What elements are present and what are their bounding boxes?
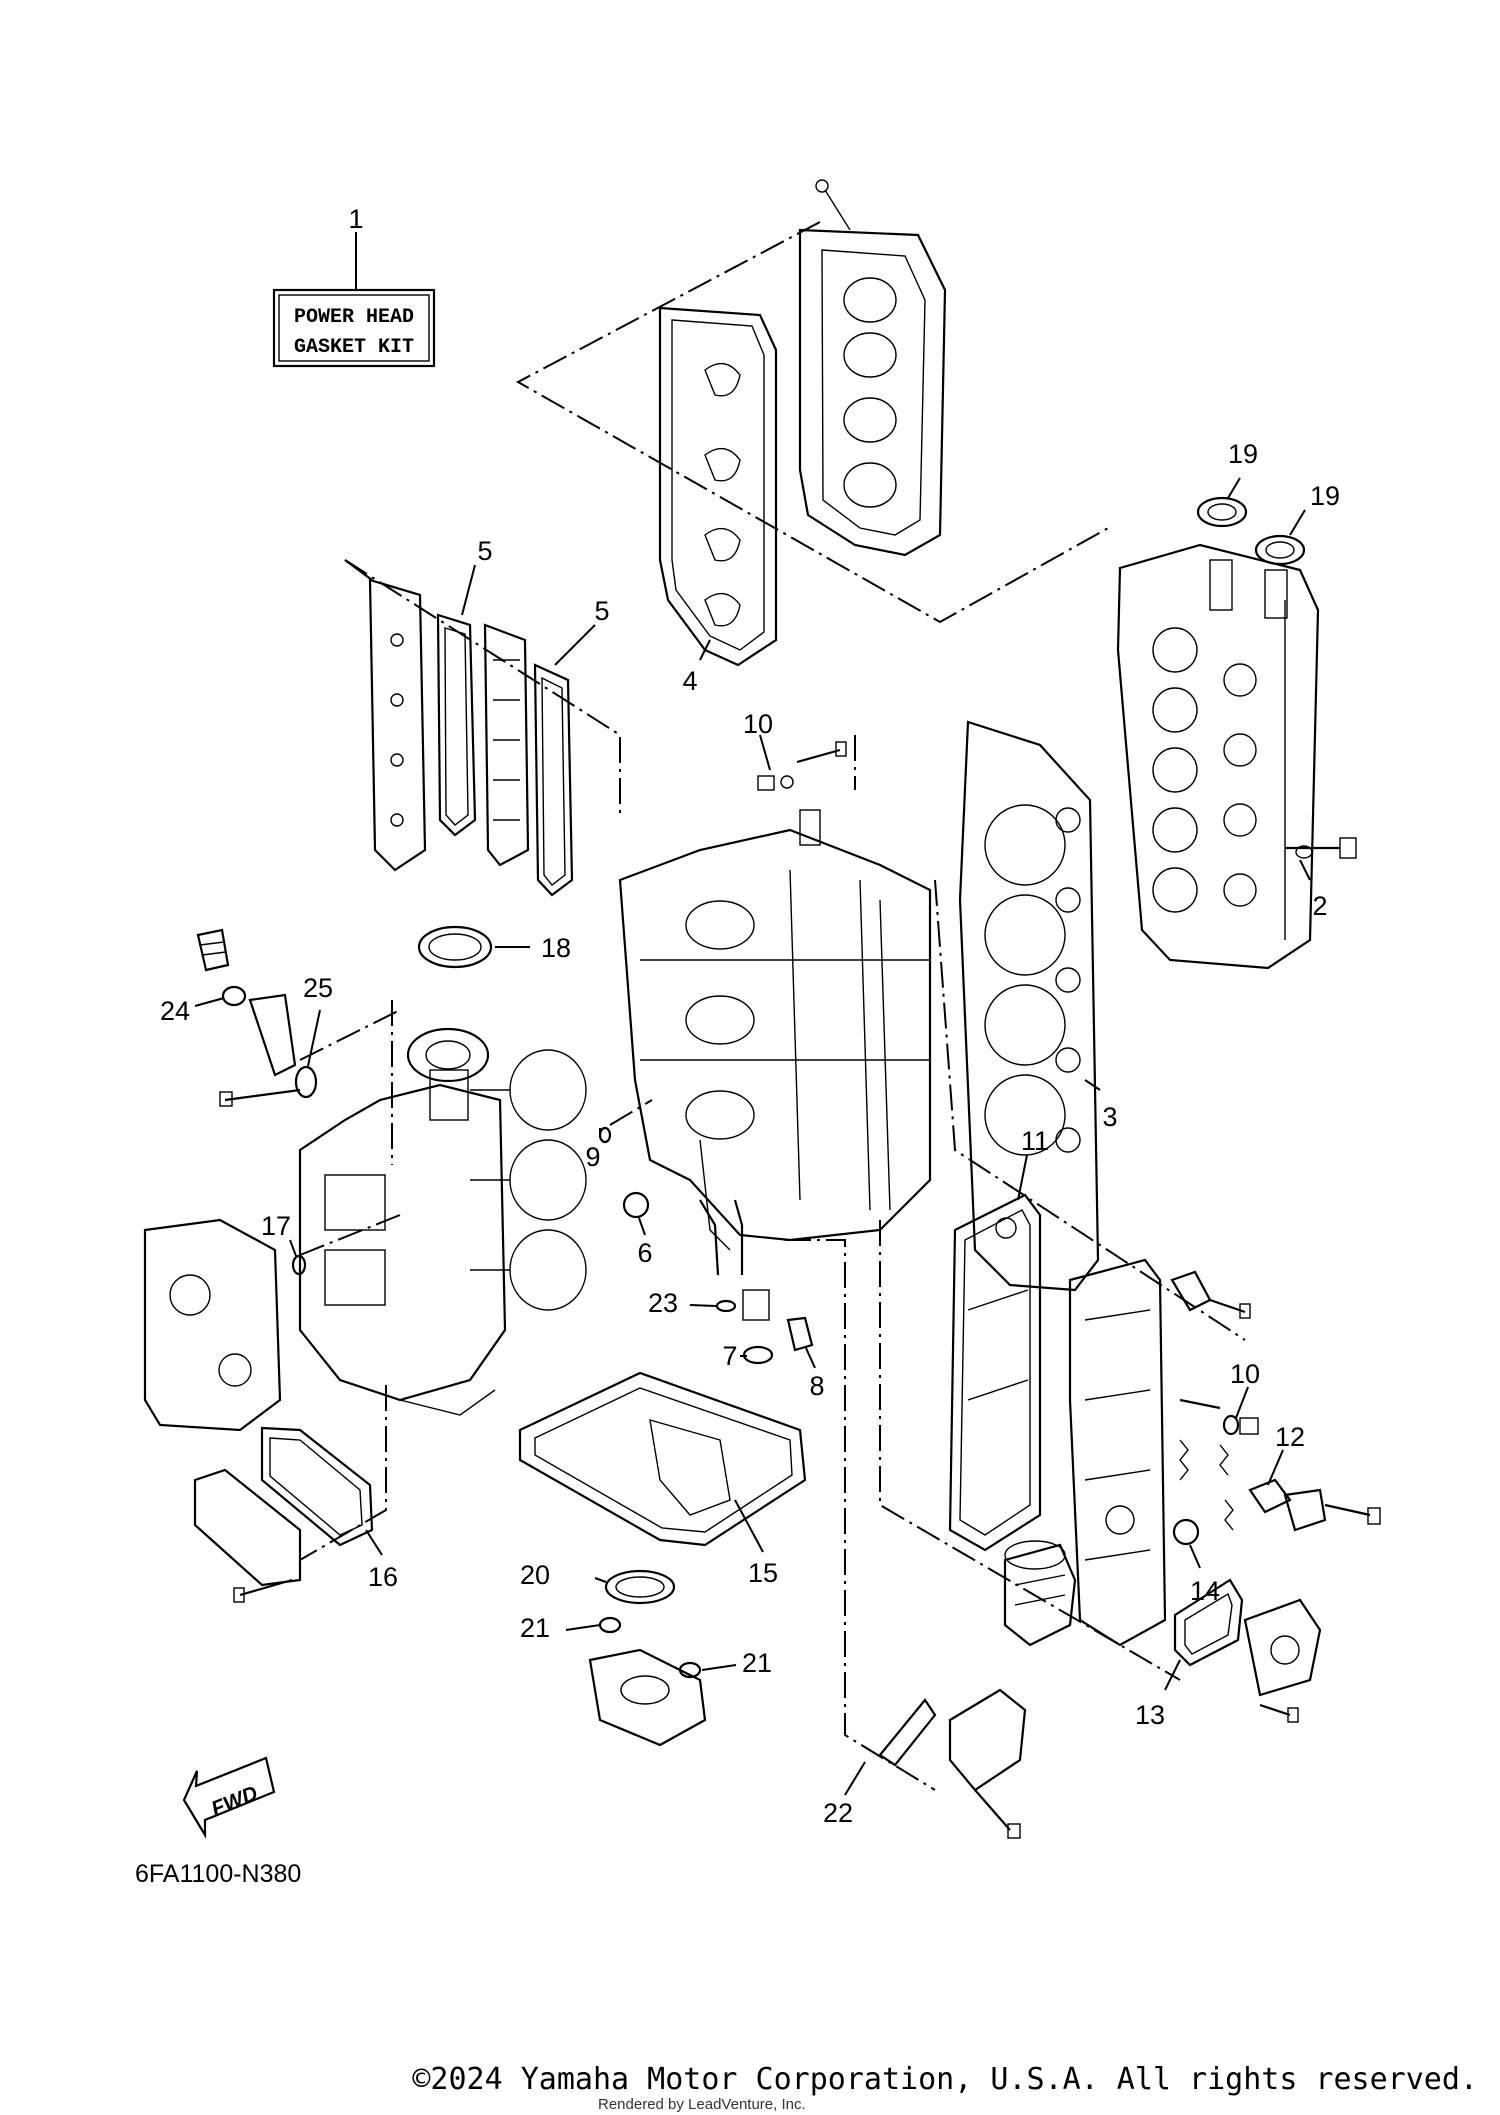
o-ring-24: [221, 985, 247, 1007]
callout-22: 22: [823, 1798, 853, 1828]
callout-3: 3: [1102, 1102, 1117, 1132]
thermostat-cover: [1283, 1488, 1381, 1532]
callout-25: 25: [303, 973, 333, 1003]
callout-11: 11: [1021, 1126, 1049, 1156]
o-ring-10b: [1222, 1414, 1240, 1436]
callout-13: 13: [1135, 1700, 1165, 1730]
gasket-kit-line1: POWER HEAD: [294, 306, 414, 329]
callout-21a: 21: [520, 1613, 550, 1643]
callout-24: 24: [160, 996, 190, 1026]
crankshaft-seal-18: [417, 925, 493, 969]
oil-strainer: [699, 1199, 770, 1321]
callout-23: 23: [648, 1288, 678, 1318]
small-bolts-10b: [1179, 1398, 1259, 1435]
callout-16: 16: [368, 1562, 398, 1592]
callout-18: 18: [541, 933, 571, 963]
callout-5b: 5: [594, 596, 609, 626]
callout-6: 6: [637, 1238, 652, 1268]
callout-8: 8: [809, 1371, 824, 1401]
oil-seal-19a: [1196, 496, 1248, 528]
oil-pan-gasket: [518, 1371, 807, 1547]
small-bolts-10a: [757, 741, 847, 791]
thermostat-fitting-24: [196, 928, 230, 972]
o-ring-17: [291, 1254, 307, 1276]
callout-4: 4: [682, 666, 697, 696]
callout-9: 9: [585, 1142, 600, 1172]
rendered-by-notice: Rendered by LeadVenture, Inc.: [598, 2096, 806, 2113]
o-ring-21a: [598, 1616, 622, 1634]
oil-filter: [1003, 1540, 1077, 1647]
callout-14: 14: [1190, 1576, 1220, 1606]
callout-15: 15: [748, 1558, 778, 1588]
callout-10a: 10: [743, 709, 773, 739]
callout-17: 17: [261, 1211, 291, 1241]
bracket-gasket-22: [878, 1698, 937, 1767]
o-ring-7: [742, 1345, 774, 1365]
diagram-code: 6FA1100-N380: [135, 1860, 301, 1888]
callout-2: 2: [1312, 891, 1327, 921]
copyright-notice: ©2024 Yamaha Motor Corporation, U.S.A. A…: [412, 2062, 1478, 2097]
o-ring-9: [598, 1126, 612, 1144]
cylinder-head: [1116, 543, 1320, 970]
oil-pump-housing-left: [143, 1218, 282, 1432]
o-ring-23: [715, 1299, 737, 1313]
exhaust-cover-plate-mid: [483, 623, 530, 867]
callout-5a: 5: [477, 536, 492, 566]
seal-14: [1172, 1518, 1200, 1546]
callout-19b: 19: [1310, 481, 1340, 511]
exhaust-gasket-5b: [533, 663, 574, 897]
oil-seal-19b: [1254, 534, 1306, 566]
callout-19a: 19: [1228, 439, 1258, 469]
callout-1: 1: [348, 204, 363, 234]
callout-12: 12: [1275, 1422, 1305, 1452]
hose-fitting: [219, 993, 301, 1107]
gasket-kit-box: POWER HEAD GASKET KIT: [272, 232, 436, 368]
crankcase-assembly: [298, 1027, 587, 1416]
exhaust-cover-plate-left: [344, 559, 427, 872]
thermostat-gasket-12: [1248, 1478, 1292, 1514]
thermostat-housing-right: [1170, 1270, 1251, 1319]
exhaust-manifold-gasket: [948, 1193, 1042, 1552]
thermostat-spring: [1179, 1439, 1234, 1531]
head-bolt-2: [1285, 837, 1357, 859]
oil-filter-bracket: [948, 1688, 1027, 1839]
fwd-label: FWD: [208, 1782, 261, 1821]
callout-10b: 10: [1230, 1359, 1260, 1389]
anode-cover-gasket-13: [1173, 1578, 1244, 1667]
o-ring-25: [294, 1065, 318, 1099]
valve-cover: [798, 179, 947, 557]
cover-plate-16: [260, 1426, 374, 1547]
oil-seal-20: [604, 1569, 676, 1605]
fwd-arrow-icon: FWD: [182, 1756, 276, 1839]
cover-plate-lower: [193, 1468, 302, 1603]
callout-numbers: 1 2 3 4 5 5 6 7 8 9 10 10 11 12 13 14 15…: [160, 204, 1340, 1828]
oil-pump-bracket: [588, 1648, 707, 1747]
gasket-kit-line2: GASKET KIT: [294, 336, 414, 359]
leader-lines: [194, 477, 1311, 1796]
exhaust-gasket-5a: [436, 613, 477, 837]
assembly-lines: [299, 221, 1246, 1791]
clip-8: [786, 1316, 814, 1352]
o-ring-6: [622, 1191, 650, 1219]
valve-cover-gasket: [658, 306, 778, 667]
exhaust-cover: [1068, 1258, 1167, 1647]
callout-20: 20: [520, 1560, 550, 1590]
callout-7: 7: [722, 1341, 737, 1371]
head-gasket: [958, 720, 1100, 1292]
anode-cover: [1243, 1598, 1322, 1723]
cylinder-block: [618, 809, 932, 1251]
callout-21b: 21: [742, 1648, 772, 1678]
